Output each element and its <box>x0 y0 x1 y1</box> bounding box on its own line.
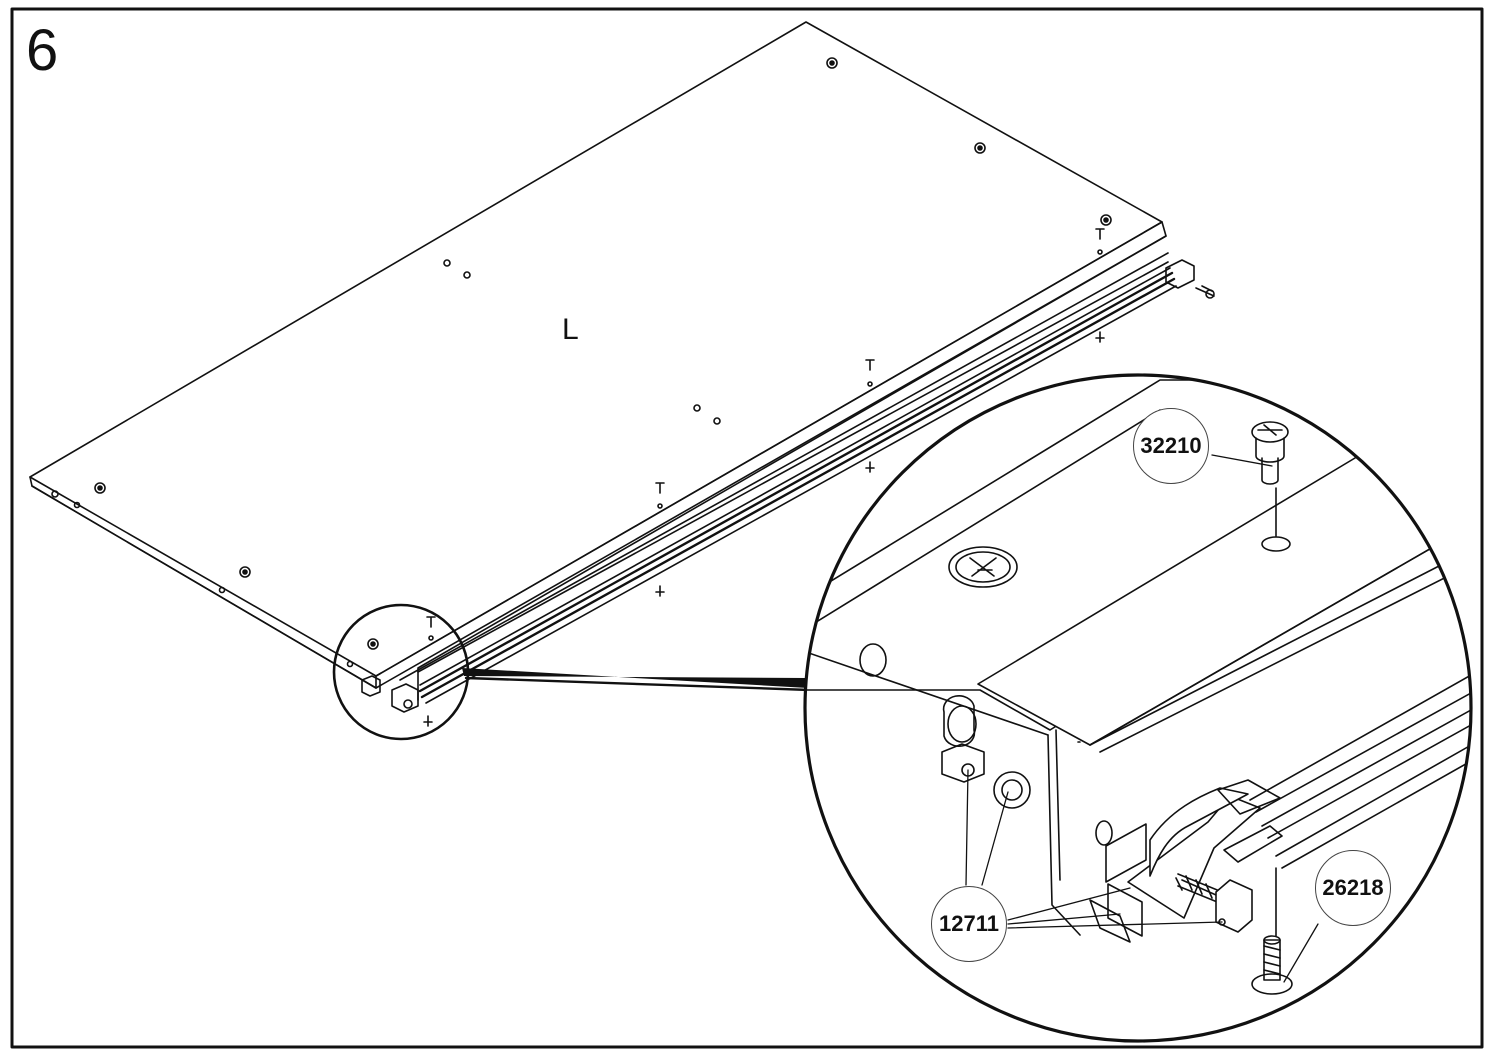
page-border <box>10 7 1484 1049</box>
zoom-connector <box>462 668 808 688</box>
panel-label: L <box>562 313 579 346</box>
panel-drawing <box>29 21 1215 727</box>
callout-part-26218: 26218 <box>1315 850 1391 926</box>
screw-26218 <box>1251 935 1293 995</box>
detail-circle <box>803 373 1473 1043</box>
step-number: 6 <box>26 18 59 83</box>
top-holes <box>94 57 1112 650</box>
cam-screw-head <box>948 546 1018 588</box>
detail-view <box>805 375 1471 1041</box>
leader-lines <box>965 454 1319 983</box>
callout-part-12711: 12711 <box>931 886 1007 962</box>
callout-part-32210: 32210 <box>1133 408 1209 484</box>
rail-screws <box>426 228 1105 641</box>
dowel-32210 <box>1251 421 1289 485</box>
left-knob <box>941 695 1031 809</box>
loose-screws <box>423 331 1105 727</box>
left-end-clamp <box>361 675 419 713</box>
right-end-clamp <box>1165 259 1215 299</box>
